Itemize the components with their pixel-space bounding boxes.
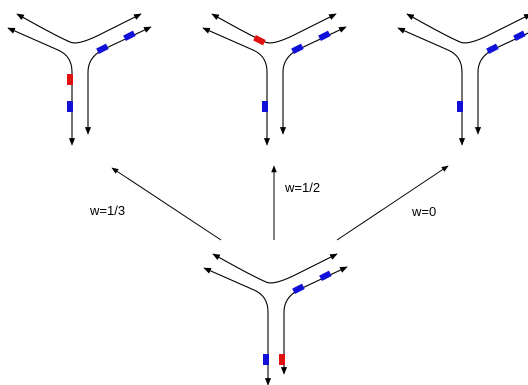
- weight-label-left: w=1/3: [89, 203, 125, 218]
- junction-state-middle: [202, 13, 347, 146]
- car-blue: [262, 101, 268, 112]
- car-blue: [96, 43, 109, 54]
- car-blue: [486, 43, 499, 54]
- car-red: [253, 35, 266, 46]
- weight-label-right: w=0: [411, 204, 436, 219]
- car-blue: [291, 43, 304, 54]
- car-blue: [513, 30, 526, 41]
- junction-state-bottom: [203, 253, 348, 385]
- car-red: [279, 354, 285, 365]
- transition-arrow-left: [111, 167, 222, 241]
- car-blue: [263, 354, 269, 365]
- junction-state-left: [7, 13, 152, 146]
- transition-arrow-right: [336, 165, 449, 241]
- junction-state-right: [397, 13, 528, 146]
- car-blue: [292, 283, 305, 294]
- car-blue: [457, 101, 463, 112]
- car-blue: [123, 30, 136, 41]
- car-blue: [319, 270, 332, 281]
- car-blue: [67, 101, 73, 112]
- weight-label-middle: w=1/2: [284, 180, 320, 195]
- car-blue: [318, 30, 331, 41]
- car-red: [67, 74, 73, 85]
